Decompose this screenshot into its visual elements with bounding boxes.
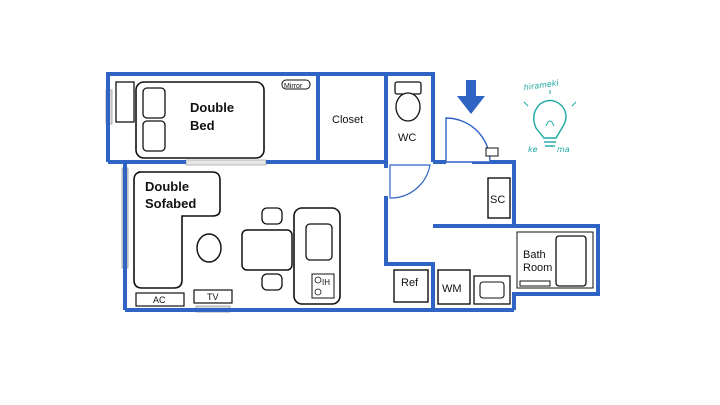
tv-unit [193,289,233,304]
ih-burner-1 [314,276,322,284]
logo-text-bottom-right: ma [557,145,570,154]
bed-label-line2: Bed [190,118,215,133]
entrance: SC WM [437,177,511,305]
sofabed [133,171,221,289]
kitchen-sink [305,223,333,261]
tv-label: TV [207,292,219,302]
bath-label-line1: Bath [523,249,546,261]
bed-label-line1: Double [190,100,234,115]
chair-bottom [261,273,283,291]
mirror [281,79,311,90]
bath-label-line2: Room [523,262,552,274]
living-room: Double Sofabed AC TV [133,171,293,307]
toilet-bowl [395,92,421,122]
wc: WC [394,81,422,144]
bathtub [555,235,587,287]
ac-unit [135,292,185,307]
kitchen: IH Ref [293,207,429,305]
shoe-cabinet [487,177,511,219]
chair-top [261,207,283,225]
toilet-tank [394,81,422,95]
entrance-door [445,117,491,163]
wc-label: WC [398,132,416,144]
intercom-icon [485,147,499,157]
sofabed-label-line2: Sofabed [145,196,196,211]
logo-text-bottom-left: ke [528,145,538,154]
wall-kitchen-partition [384,196,435,310]
pillow-top [142,87,166,119]
bedroom: Double Bed Mirror [115,79,311,159]
ih-label: IH [322,278,330,287]
wm-label: WM [442,283,462,295]
ih-stove [311,273,335,299]
wall-top [108,72,435,162]
lightbulb-icon [523,90,577,147]
logo: hirameki ke ma [523,78,577,154]
walls [106,72,600,312]
double-bed [135,81,265,159]
ref-label: Ref [401,277,419,289]
sc-label: SC [490,194,505,206]
logo-text-top: hirameki [523,78,560,92]
wc-door [389,164,431,199]
bedroom-living-opening [185,159,267,166]
doors [389,117,491,199]
washing-machine [437,269,471,305]
dining-table [241,229,293,271]
sofabed-label-line1: Double [145,179,189,194]
wall-bath [512,224,600,310]
mirror-label: Mirror [284,83,303,90]
bath-enclosure [516,231,594,289]
bath-room: Bath Room [516,231,594,289]
ac-label: AC [153,295,166,305]
round-table [196,233,222,263]
pillow-bottom [142,120,166,152]
entry-arrow-icon [457,80,485,114]
bedside-table [115,81,135,123]
bath-step [519,280,551,287]
wash-basin-bowl [479,281,505,299]
ih-burner-2 [314,288,322,296]
closet-label: Closet [332,114,363,126]
refrigerator [393,269,429,303]
